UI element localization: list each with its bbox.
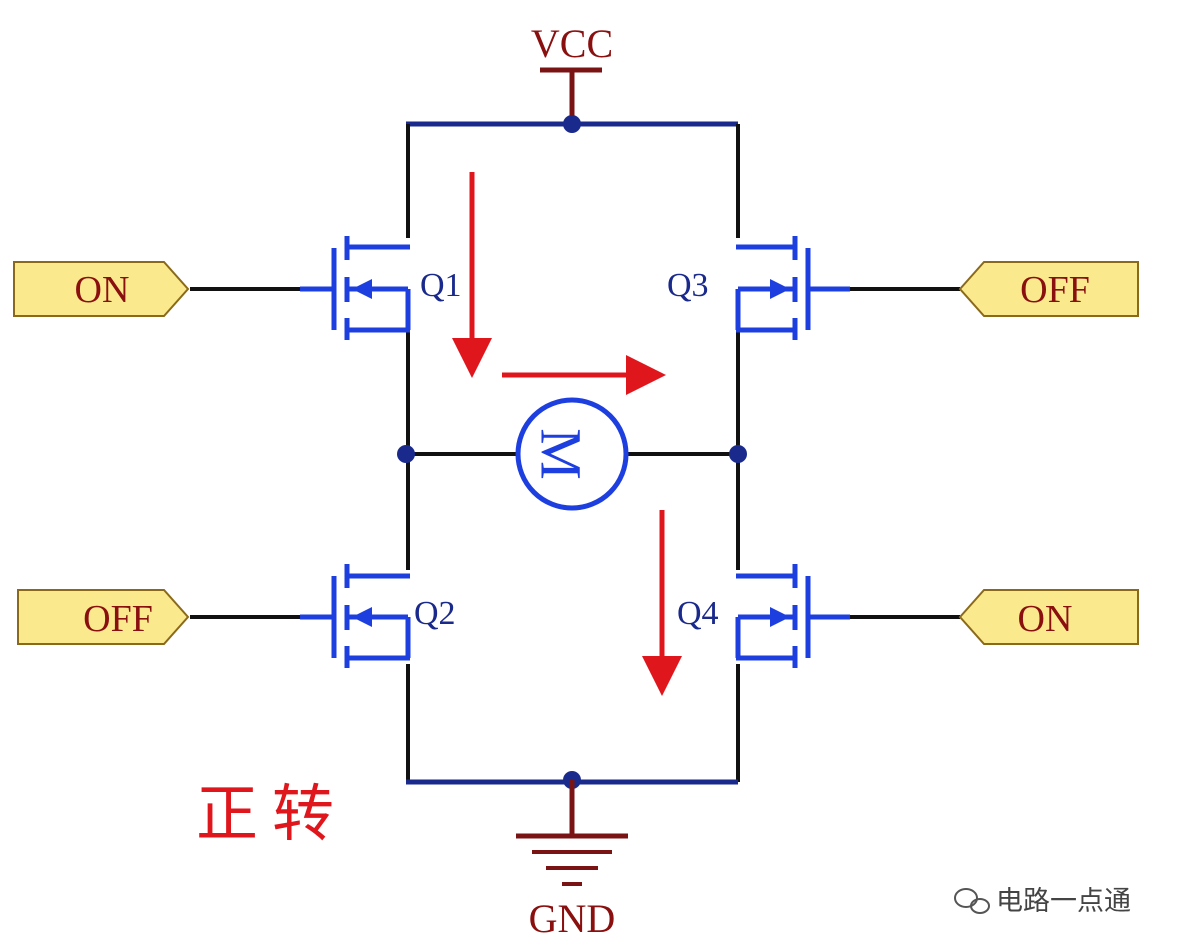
vcc-junction <box>563 115 581 133</box>
watermark: 电路一点通 <box>954 886 1131 917</box>
vcc-label: VCC <box>531 21 613 66</box>
mosfet-q2 <box>300 564 411 668</box>
wechat-icon <box>954 888 990 914</box>
mosfet-q3 <box>735 236 850 340</box>
vcc-supply: VCC <box>531 21 613 124</box>
gnd-label: GND <box>529 896 616 941</box>
right-mid-junction <box>729 445 747 463</box>
mosfet-q1 <box>300 236 411 340</box>
q1-label: Q1 <box>420 267 462 304</box>
mosfet-q4 <box>735 564 850 668</box>
ground-symbol: GND <box>516 780 628 941</box>
q2-gate-tag: OFF <box>17 589 190 645</box>
q4-label: Q4 <box>677 595 719 632</box>
q3-gate-tag: OFF <box>958 261 1139 317</box>
left-mid-junction <box>397 445 415 463</box>
q2-label: Q2 <box>414 595 456 632</box>
q4-gate-state: ON <box>1018 598 1073 640</box>
q1-gate-tag: ON <box>13 261 190 317</box>
direction-caption: 正转 <box>196 777 348 850</box>
q2-gate-state: OFF <box>83 598 153 640</box>
watermark-text: 电路一点通 <box>996 886 1131 917</box>
q1-gate-state: ON <box>75 269 130 311</box>
q4-gate-tag: ON <box>958 589 1139 645</box>
q3-gate-state: OFF <box>1020 269 1090 311</box>
motor-label: M <box>529 428 594 480</box>
motor: M <box>515 397 629 511</box>
q3-label: Q3 <box>667 267 709 304</box>
